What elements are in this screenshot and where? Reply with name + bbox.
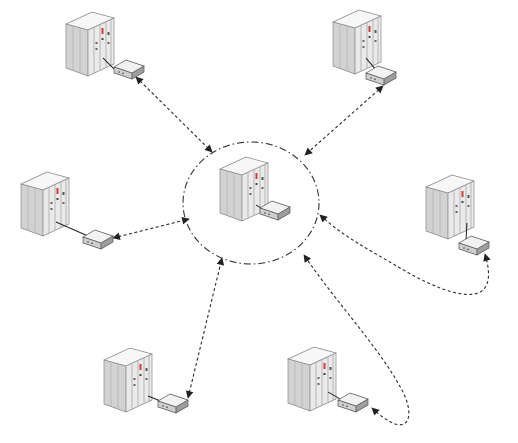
node-top-left: [65, 11, 145, 80]
modem-icon: [113, 59, 145, 80]
cable: [55, 221, 89, 237]
node-hub: [219, 156, 291, 222]
node-bottom-right: [287, 346, 369, 413]
link-left: [112, 216, 190, 241]
link-bottom-right: [303, 254, 410, 426]
modem-icon: [82, 229, 114, 250]
node-bottom-left: [103, 347, 189, 414]
node-left: [20, 171, 114, 250]
modem-icon: [157, 393, 189, 414]
modem-icon: [365, 65, 397, 86]
node-top-right: [332, 9, 397, 86]
modem-icon: [458, 235, 490, 256]
link-top-left: [135, 76, 213, 153]
links: [112, 76, 491, 426]
server-rack-icon: [65, 11, 115, 77]
link-bottom-left: [185, 257, 225, 399]
link-top-right: [304, 85, 384, 156]
cable: [465, 222, 468, 241]
server-rack-icon: [20, 171, 70, 237]
modem-icon: [337, 392, 369, 413]
server-rack-icon: [332, 9, 382, 75]
node-right: [425, 174, 490, 256]
server-rack-icon: [103, 347, 153, 413]
link-right: [319, 214, 491, 295]
server-rack-icon: [287, 346, 337, 412]
hub-boundary: [182, 141, 320, 265]
